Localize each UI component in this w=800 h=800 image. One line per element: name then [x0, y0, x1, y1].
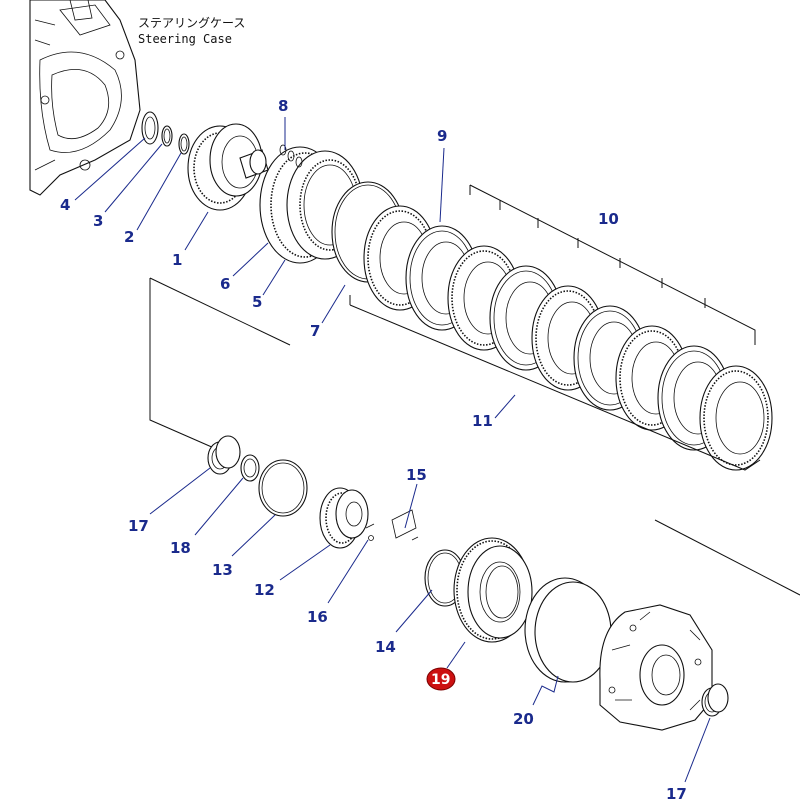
callout-18: 18	[170, 539, 191, 557]
part-4-seal	[141, 111, 159, 145]
callout-20: 20	[513, 710, 534, 728]
clutch-disc-inner	[715, 381, 765, 455]
callout-2: 2	[124, 228, 134, 246]
callout-3: 3	[93, 212, 103, 230]
part-3-ring	[161, 125, 173, 147]
part-17-bearing-left	[207, 435, 241, 475]
callout-15: 15	[406, 466, 427, 484]
steering-case-housing	[29, 0, 141, 196]
part-13-o-ring	[258, 459, 308, 517]
steering-cover-housing	[599, 604, 713, 731]
callout-8: 8	[278, 97, 288, 115]
clutch-disc-outer	[699, 365, 773, 471]
callout-14: 14	[375, 638, 396, 656]
caption-japanese: ステアリングケース	[138, 16, 245, 30]
part-1-hub	[187, 123, 269, 211]
caption-english: Steering Case	[138, 32, 232, 46]
callout-10: 10	[598, 210, 619, 228]
callout-7: 7	[310, 322, 320, 340]
callout-6: 6	[220, 275, 230, 293]
callout-17-right: 17	[666, 785, 687, 800]
callout-11: 11	[472, 412, 493, 430]
part-8-pins	[279, 144, 303, 168]
callout-13: 13	[212, 561, 233, 579]
part-20-plate	[524, 577, 612, 683]
callout-4: 4	[60, 196, 70, 214]
callout-12: 12	[254, 581, 275, 599]
part-19-brake-disc	[453, 537, 533, 643]
callout-16: 16	[307, 608, 328, 626]
callout-19: 19	[431, 672, 450, 688]
part-18-ring	[240, 454, 260, 482]
clutch-disc-pack	[363, 205, 773, 471]
callout-9: 9	[437, 127, 447, 145]
callout-5: 5	[252, 293, 262, 311]
part-12-piston	[319, 487, 369, 549]
callout-17-left: 17	[128, 517, 149, 535]
callout-1: 1	[172, 251, 182, 269]
part-2-ring	[178, 133, 190, 155]
part-15-spring-pin	[365, 509, 419, 541]
group-bracket-lines	[149, 184, 800, 596]
part-16-pin	[368, 535, 374, 541]
leader-lines	[74, 117, 711, 783]
part-17-bearing-right	[701, 683, 729, 717]
clutch-disc-teeth	[703, 370, 769, 466]
callout-19-highlighted: 19	[426, 667, 456, 691]
